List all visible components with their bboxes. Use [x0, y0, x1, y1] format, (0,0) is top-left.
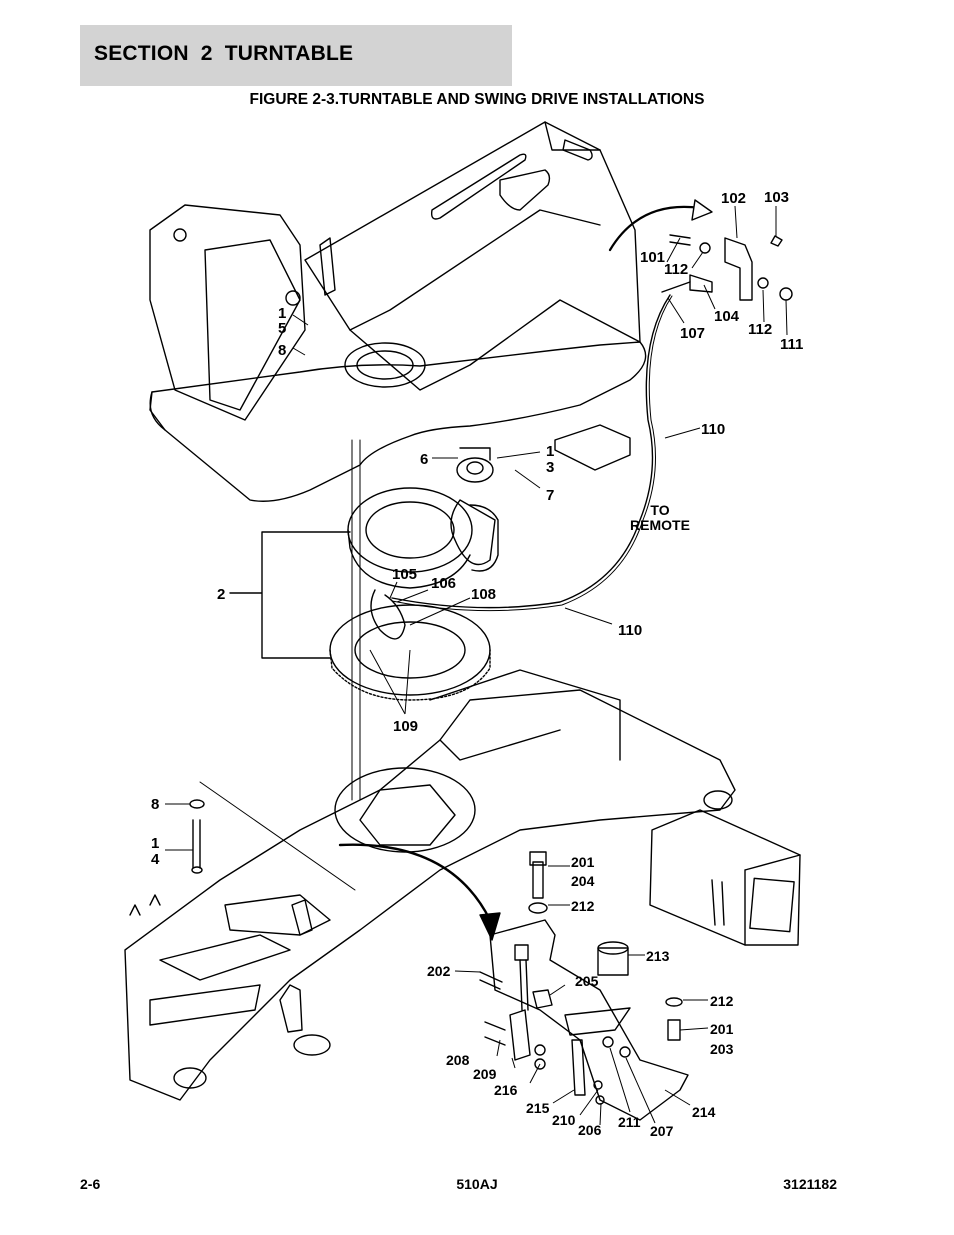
callout-203: 203 — [710, 1041, 734, 1057]
callout-211: 211 — [618, 1114, 641, 1130]
callout-107: 107 — [680, 325, 705, 342]
callout-105: 105 — [392, 566, 417, 583]
bearing-drawing — [347, 487, 499, 589]
callout-2: 2 — [217, 586, 225, 603]
callout-8a: 8 — [278, 342, 286, 359]
callout-204: 204 — [571, 873, 595, 889]
callout-213: 213 — [646, 948, 670, 964]
callout-210: 210 — [552, 1112, 576, 1128]
callout-208: 208 — [446, 1052, 470, 1068]
callout-102: 102 — [721, 190, 746, 207]
section-title: SECTION 2 TURNTABLE — [94, 42, 354, 65]
callout-8b: 8 — [151, 796, 159, 813]
leader-lines — [165, 205, 788, 1126]
callout-209: 209 — [473, 1066, 497, 1082]
callout-bracket-2 — [229, 531, 351, 659]
callout-112b: 112 — [748, 321, 772, 338]
callout-206: 206 — [578, 1122, 602, 1138]
footer-document-number: 3121182 — [783, 1176, 837, 1192]
note-remote: REMOTE — [630, 517, 690, 533]
callout-201b: 201 — [710, 1021, 734, 1037]
callout-212a: 212 — [571, 898, 595, 914]
callout-108: 108 — [471, 586, 496, 603]
callout-109: 109 — [393, 718, 418, 735]
swing-motor-drawing — [450, 447, 496, 566]
callout-101: 101 — [640, 249, 665, 266]
callout-110a: 110 — [701, 421, 725, 438]
figure-title: FIGURE 2-3.TURNTABLE AND SWING DRIVE INS… — [249, 91, 705, 108]
callout-1a: 1 — [278, 305, 286, 322]
callout-106: 106 — [431, 575, 456, 592]
callout-214: 214 — [692, 1104, 716, 1120]
chassis-drawing — [124, 669, 801, 1101]
callout-110b: 110 — [618, 622, 642, 639]
swing-gear-drawing — [329, 589, 491, 701]
bracket-assembly-drawing — [479, 851, 689, 1121]
callout-215: 215 — [526, 1100, 550, 1116]
callout-205: 205 — [575, 973, 599, 989]
turntable-weldment-drawing — [149, 121, 647, 502]
callout-202: 202 — [427, 963, 451, 979]
callout-112a: 112 — [664, 261, 688, 278]
callout-201a: 201 — [571, 854, 595, 870]
section-banner — [80, 25, 512, 86]
callout-216: 216 — [494, 1082, 518, 1098]
footer-model: 510AJ — [456, 1176, 498, 1192]
callout-103: 103 — [764, 189, 789, 206]
note-to: TO — [650, 502, 669, 518]
callout-212b: 212 — [710, 993, 734, 1009]
callout-7: 7 — [546, 487, 554, 504]
callout-5: 5 — [278, 320, 286, 337]
callout-1c: 1 — [151, 835, 159, 852]
callout-207: 207 — [650, 1123, 674, 1139]
callout-4: 4 — [151, 851, 160, 868]
callout-3: 3 — [546, 459, 554, 476]
callout-1b: 1 — [546, 443, 554, 460]
callout-labels: 1 5 8 102 103 101 112 104 107 112 111 11… — [151, 189, 803, 1139]
callout-111: 111 — [780, 336, 803, 353]
callout-104: 104 — [714, 308, 740, 325]
cable-110-drawing — [391, 294, 671, 609]
footer-page-number: 2-6 — [80, 1176, 101, 1192]
callout-6: 6 — [420, 451, 428, 468]
